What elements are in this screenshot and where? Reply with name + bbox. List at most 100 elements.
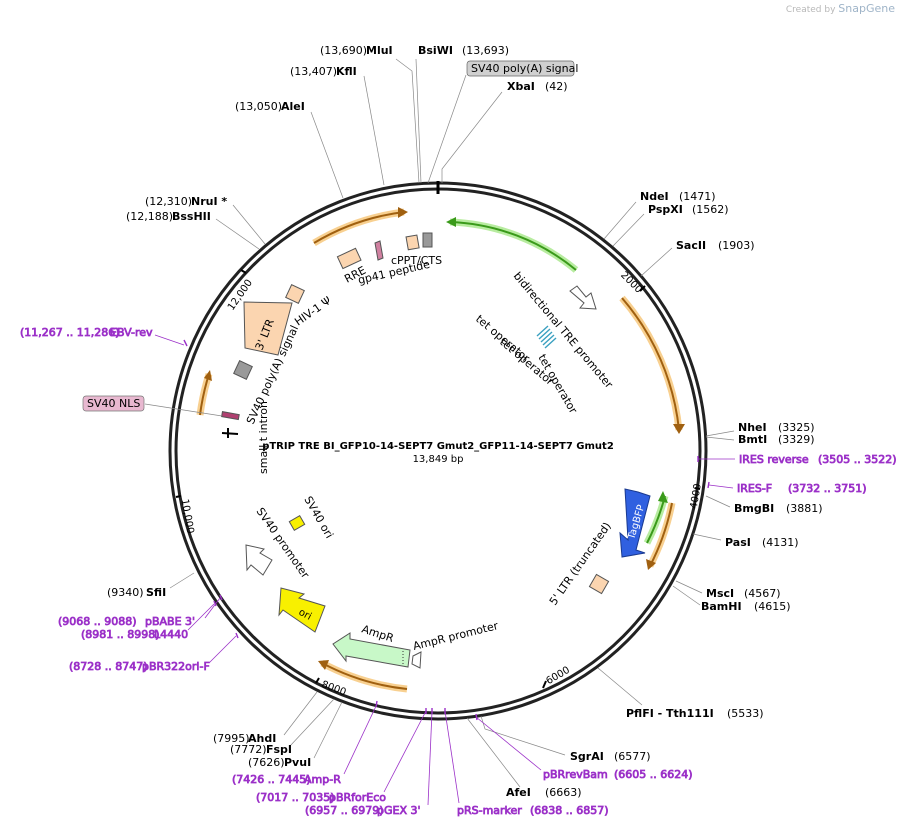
site-name-mlui: MluI <box>366 44 393 57</box>
primer-pos-ampr: (7426 .. 7445) <box>232 773 311 786</box>
feature-ampr <box>332 632 422 669</box>
feature-tagbfp: TagBFP <box>619 488 651 558</box>
primer-name-ires-rev: IRES reverse <box>739 453 809 466</box>
label-ori: ori <box>297 607 314 623</box>
site-pos-alei: (13,050) <box>235 100 282 113</box>
site-pos-bmti: (3329) <box>778 433 815 446</box>
site-name-kfli: KflI <box>336 65 357 78</box>
snapgene-logo: SnapGene <box>838 2 895 15</box>
site-pos-sacii: (1903) <box>718 239 755 252</box>
primer-name-pgex: pGEX 3' <box>377 804 421 817</box>
site-pos-afei: (6663) <box>545 786 582 799</box>
site-name-nrui: NruI * <box>191 195 227 208</box>
site-pos-bsshii: (12,188) <box>126 210 173 223</box>
feature-arrow-top-orange <box>312 207 408 247</box>
sv40-nls-label: SV40 NLS <box>87 397 140 410</box>
site-pos-pflfi: (5533) <box>727 707 764 720</box>
label-sv40ori: SV40 ori <box>301 494 335 541</box>
primer-pos-pgex: (6957 .. 6979) <box>305 804 384 817</box>
feature-ori: ori <box>278 587 326 633</box>
site-name-sgrai: SgrAI <box>570 750 604 763</box>
label-tetop3: tet operator <box>535 352 580 416</box>
primer-pos-pbabe: (9068 .. 9088) <box>58 615 137 628</box>
site-name-bsshii: BssHII <box>172 210 211 223</box>
feature-hiv-psi <box>285 284 305 304</box>
site-pos-pspxi: (1562) <box>692 203 729 216</box>
feature-arrow-right-green <box>643 491 669 545</box>
feature-arrow-top-green <box>446 217 579 273</box>
primer-pos-pbrrevbam: (6605 .. 6624) <box>614 768 693 781</box>
feature-arrow-lower-right-orange <box>646 502 676 570</box>
primer-pos-l4440: (8981 .. 8998) <box>81 628 160 641</box>
primer-name-pbr322: pBR322ori-F <box>142 660 210 673</box>
primer-name-pbrforeco: pBRforEco <box>329 791 386 804</box>
site-pos-bmgbi: (3881) <box>786 502 823 515</box>
feature-arrow-bottom-orange <box>318 659 408 693</box>
site-pos-bsiwi: (13,693) <box>462 44 509 57</box>
site-name-alei: AleI <box>281 100 305 113</box>
feature-3ltr <box>243 301 293 356</box>
site-pos-sgrai: (6577) <box>614 750 651 763</box>
primer-name-ebv: EBV-rev <box>110 326 153 339</box>
primer-name-ires-f: IRES-F <box>737 482 772 495</box>
site-name-pasi: PasI <box>725 536 751 549</box>
primer-marks <box>183 339 710 721</box>
site-name-bmti: BmtI <box>738 433 767 446</box>
site-name-bmgbi: BmgBI <box>734 502 774 515</box>
feature-sv40-ori <box>288 514 306 532</box>
primer-name-pbabe: pBABE 3' <box>145 615 195 628</box>
feature-bidir-tre-promoter <box>569 285 597 310</box>
primer-pos-ires-f: (3732 .. 3751) <box>788 482 867 495</box>
site-pos-pvui: (7626) <box>248 756 285 769</box>
feature-arrow-right-orange <box>619 295 685 434</box>
site-pos-nhei: (3325) <box>778 421 815 434</box>
primer-pos-pbr322: (8728 .. 8747) <box>69 660 148 673</box>
site-pos-kfli: (13,407) <box>290 65 337 78</box>
label-5ltr: 5' LTR (truncated) <box>547 520 614 608</box>
label-small-t: small t intron <box>257 401 270 474</box>
primer-name-prs: pRS-marker <box>457 804 522 817</box>
site-pos-ahdi: (7995) <box>213 732 250 745</box>
primer-pos-prs: (6838 .. 6857) <box>530 804 609 817</box>
primer-name-ampr: Amp-R <box>304 773 341 786</box>
feature-small-t-intron <box>221 411 240 438</box>
feature-tet-operator <box>536 325 557 349</box>
site-name-bsiwi: BsiWI <box>418 44 453 57</box>
feature-rre <box>336 247 362 270</box>
site-name-pflfi: PflFI - Tth111I <box>626 707 714 720</box>
plasmid-size: 13,849 bp <box>413 454 464 465</box>
site-pos-mlui: (13,690) <box>320 44 367 57</box>
sv40-polya-label: SV40 poly(A) signal <box>471 62 578 75</box>
site-name-sfii: SfiI <box>146 586 166 599</box>
site-name-afei: AfeI <box>506 786 531 799</box>
sv40-nls-box <box>82 395 145 412</box>
site-name-bamhi: BamHI <box>701 600 742 613</box>
site-name-xbai: XbaI <box>507 80 535 93</box>
primer-name-l4440: L4440 <box>154 628 188 641</box>
feature-grey-box-left <box>233 360 253 380</box>
site-name-pspxi: PspXI <box>648 203 683 216</box>
site-pos-bamhi: (4615) <box>754 600 791 613</box>
site-pos-msci: (4567) <box>744 587 781 600</box>
site-pos-xbai: (42) <box>545 80 568 93</box>
plasmid-name: pTRIP TRE BI_GFP10-14-SEPT7 Gmut2_GFP11-… <box>262 441 614 452</box>
feature-sv40-promoter <box>245 544 273 576</box>
label-ampr-prom: AmpR promoter <box>412 619 500 653</box>
site-pos-pasi: (4131) <box>762 536 799 549</box>
site-name-fspi: FspI <box>266 743 292 756</box>
label-cppt: cPPT/CTS <box>391 254 442 267</box>
feature-gp41 <box>374 240 384 261</box>
site-name-msci: MscI <box>706 587 734 600</box>
feature-arrow-left-orange <box>196 370 213 416</box>
site-pos-nrui: (12,310) <box>145 195 192 208</box>
site-pos-fspi: (7772) <box>230 743 267 756</box>
primer-pos-ebv: (11,267 .. 11,286) <box>20 326 120 339</box>
tick-label-4000: 4000 <box>689 483 704 510</box>
feature-cppt <box>405 234 420 251</box>
label-bidir: bidirectional TRE promoter <box>511 270 616 392</box>
site-pos-sfii: (9340) <box>107 586 144 599</box>
sv40-polya-box <box>466 60 575 77</box>
site-pos-ndei: (1471) <box>679 190 716 203</box>
feature-5ltr <box>588 573 610 595</box>
